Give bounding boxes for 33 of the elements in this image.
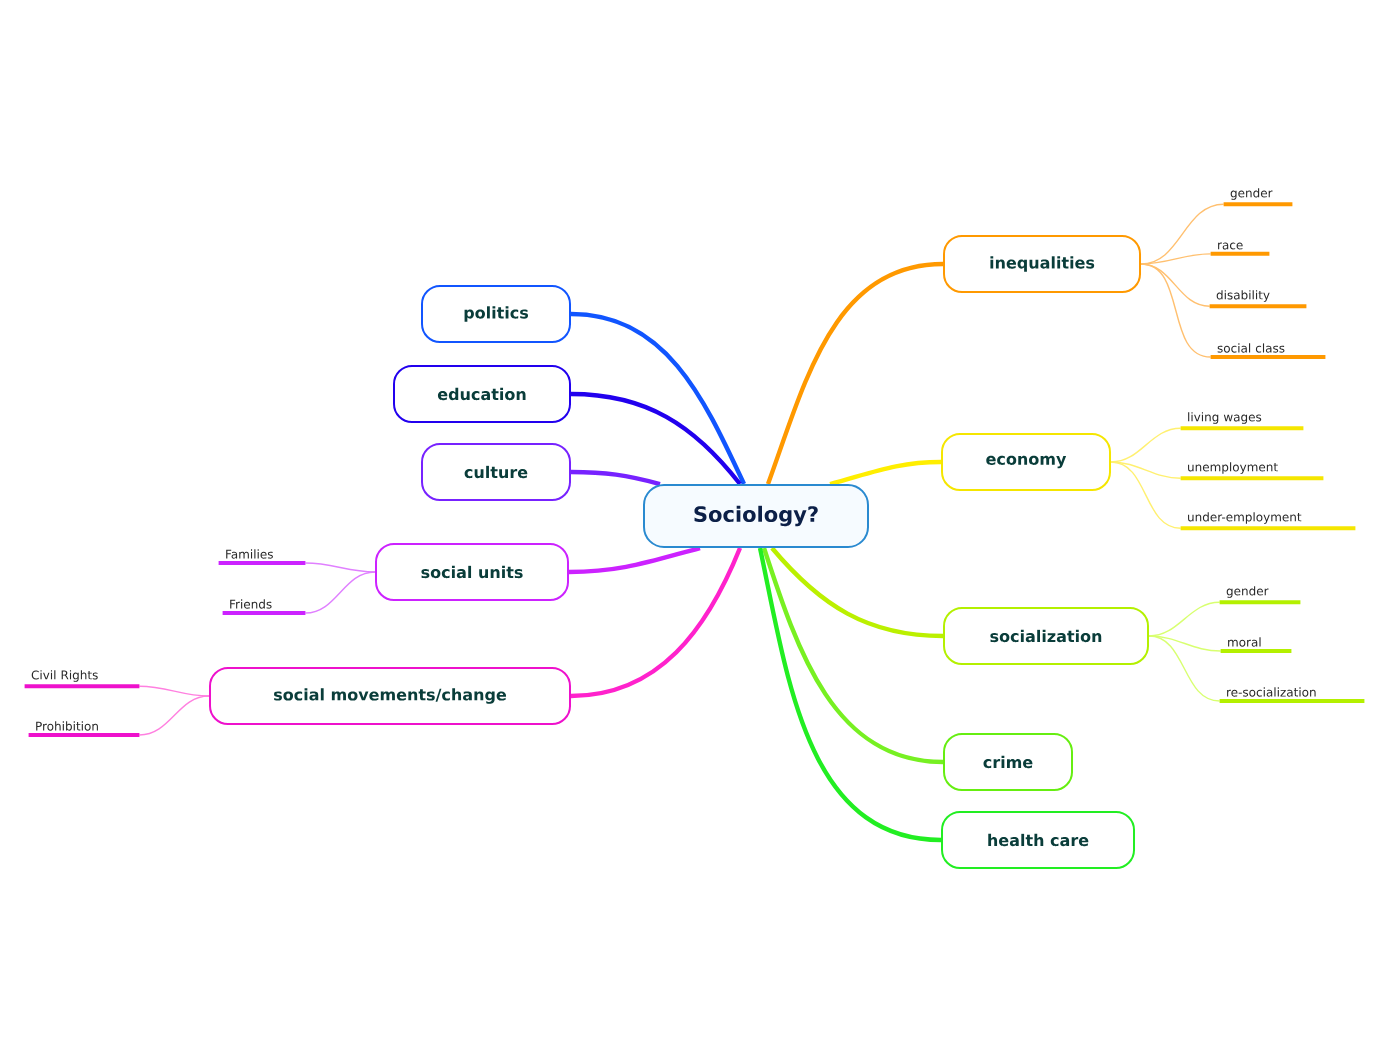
branch-line: [757, 547, 942, 843]
topic-box: social units: [375, 543, 569, 601]
branch-line: [570, 547, 743, 699]
topic-box: economy: [941, 433, 1111, 491]
branch-line: [765, 261, 944, 485]
branch-line: [1140, 263, 1212, 358]
branch-line: [304, 562, 376, 573]
branch-line: [829, 459, 942, 487]
branch-line: [1110, 461, 1182, 479]
branch-line: [304, 571, 376, 614]
branch-line: [571, 469, 661, 487]
branch-line: [1110, 461, 1182, 529]
branch-line: [1110, 427, 1182, 463]
branch-line: [1148, 635, 1221, 702]
topic-box: culture: [421, 443, 571, 501]
topic-box: socialization: [943, 607, 1149, 665]
topic-box: inequalities: [943, 235, 1141, 293]
topic-box: crime: [943, 733, 1073, 791]
branch-line: [770, 546, 944, 639]
topic-box: politics: [421, 285, 571, 343]
branch-line: [761, 547, 944, 765]
branch-line: [1140, 253, 1212, 265]
branch-line: [1148, 601, 1221, 637]
branch-line: [138, 695, 210, 736]
branch-line: [568, 545, 701, 575]
branch-line: [1148, 635, 1222, 652]
topic-box: health care: [941, 811, 1135, 869]
branch-line: [570, 311, 746, 485]
central-topic-box: Sociology?: [643, 484, 869, 548]
topic-box: education: [393, 365, 571, 423]
branch-line: [138, 685, 210, 697]
branch-line: [570, 391, 742, 486]
topic-box: social movements/change: [209, 667, 571, 725]
